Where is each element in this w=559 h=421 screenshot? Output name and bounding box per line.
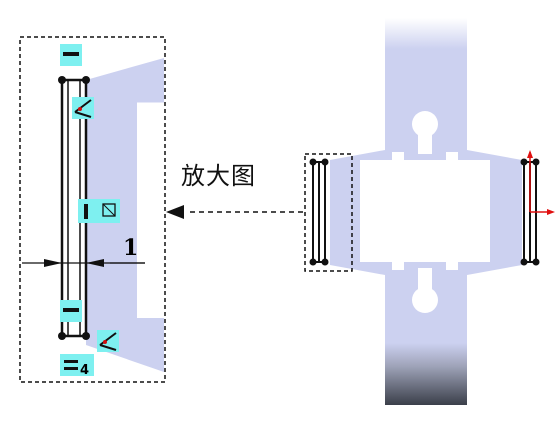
horizontal-constraint-icon[interactable]: [60, 44, 82, 66]
equal-constraint-icon[interactable]: 4: [60, 354, 94, 378]
part-body: [330, 18, 522, 405]
coincident-icon-bottom[interactable]: [97, 330, 119, 352]
fix-icon[interactable]: [78, 199, 120, 223]
coincident-icon[interactable]: [72, 97, 94, 119]
equal-constraint-count: 4: [80, 363, 89, 378]
zoom-label: 放大图: [181, 162, 256, 190]
dimension-width[interactable]: 1: [22, 235, 145, 267]
zoom-slot[interactable]: [58, 76, 90, 340]
dimension-value: 1: [123, 235, 138, 261]
zoom-frame: [19, 36, 166, 383]
origin-axis-icon: [527, 150, 555, 215]
zoom-view: [86, 58, 164, 372]
horizontal-constraint-icon-bottom[interactable]: [60, 300, 82, 322]
zoom-arrow: [166, 205, 303, 219]
sketch-slot-left[interactable]: [309, 158, 329, 266]
zoom-source-box: [304, 153, 353, 272]
keyhole-bottom: [412, 268, 438, 313]
keyhole-top: [412, 111, 438, 154]
